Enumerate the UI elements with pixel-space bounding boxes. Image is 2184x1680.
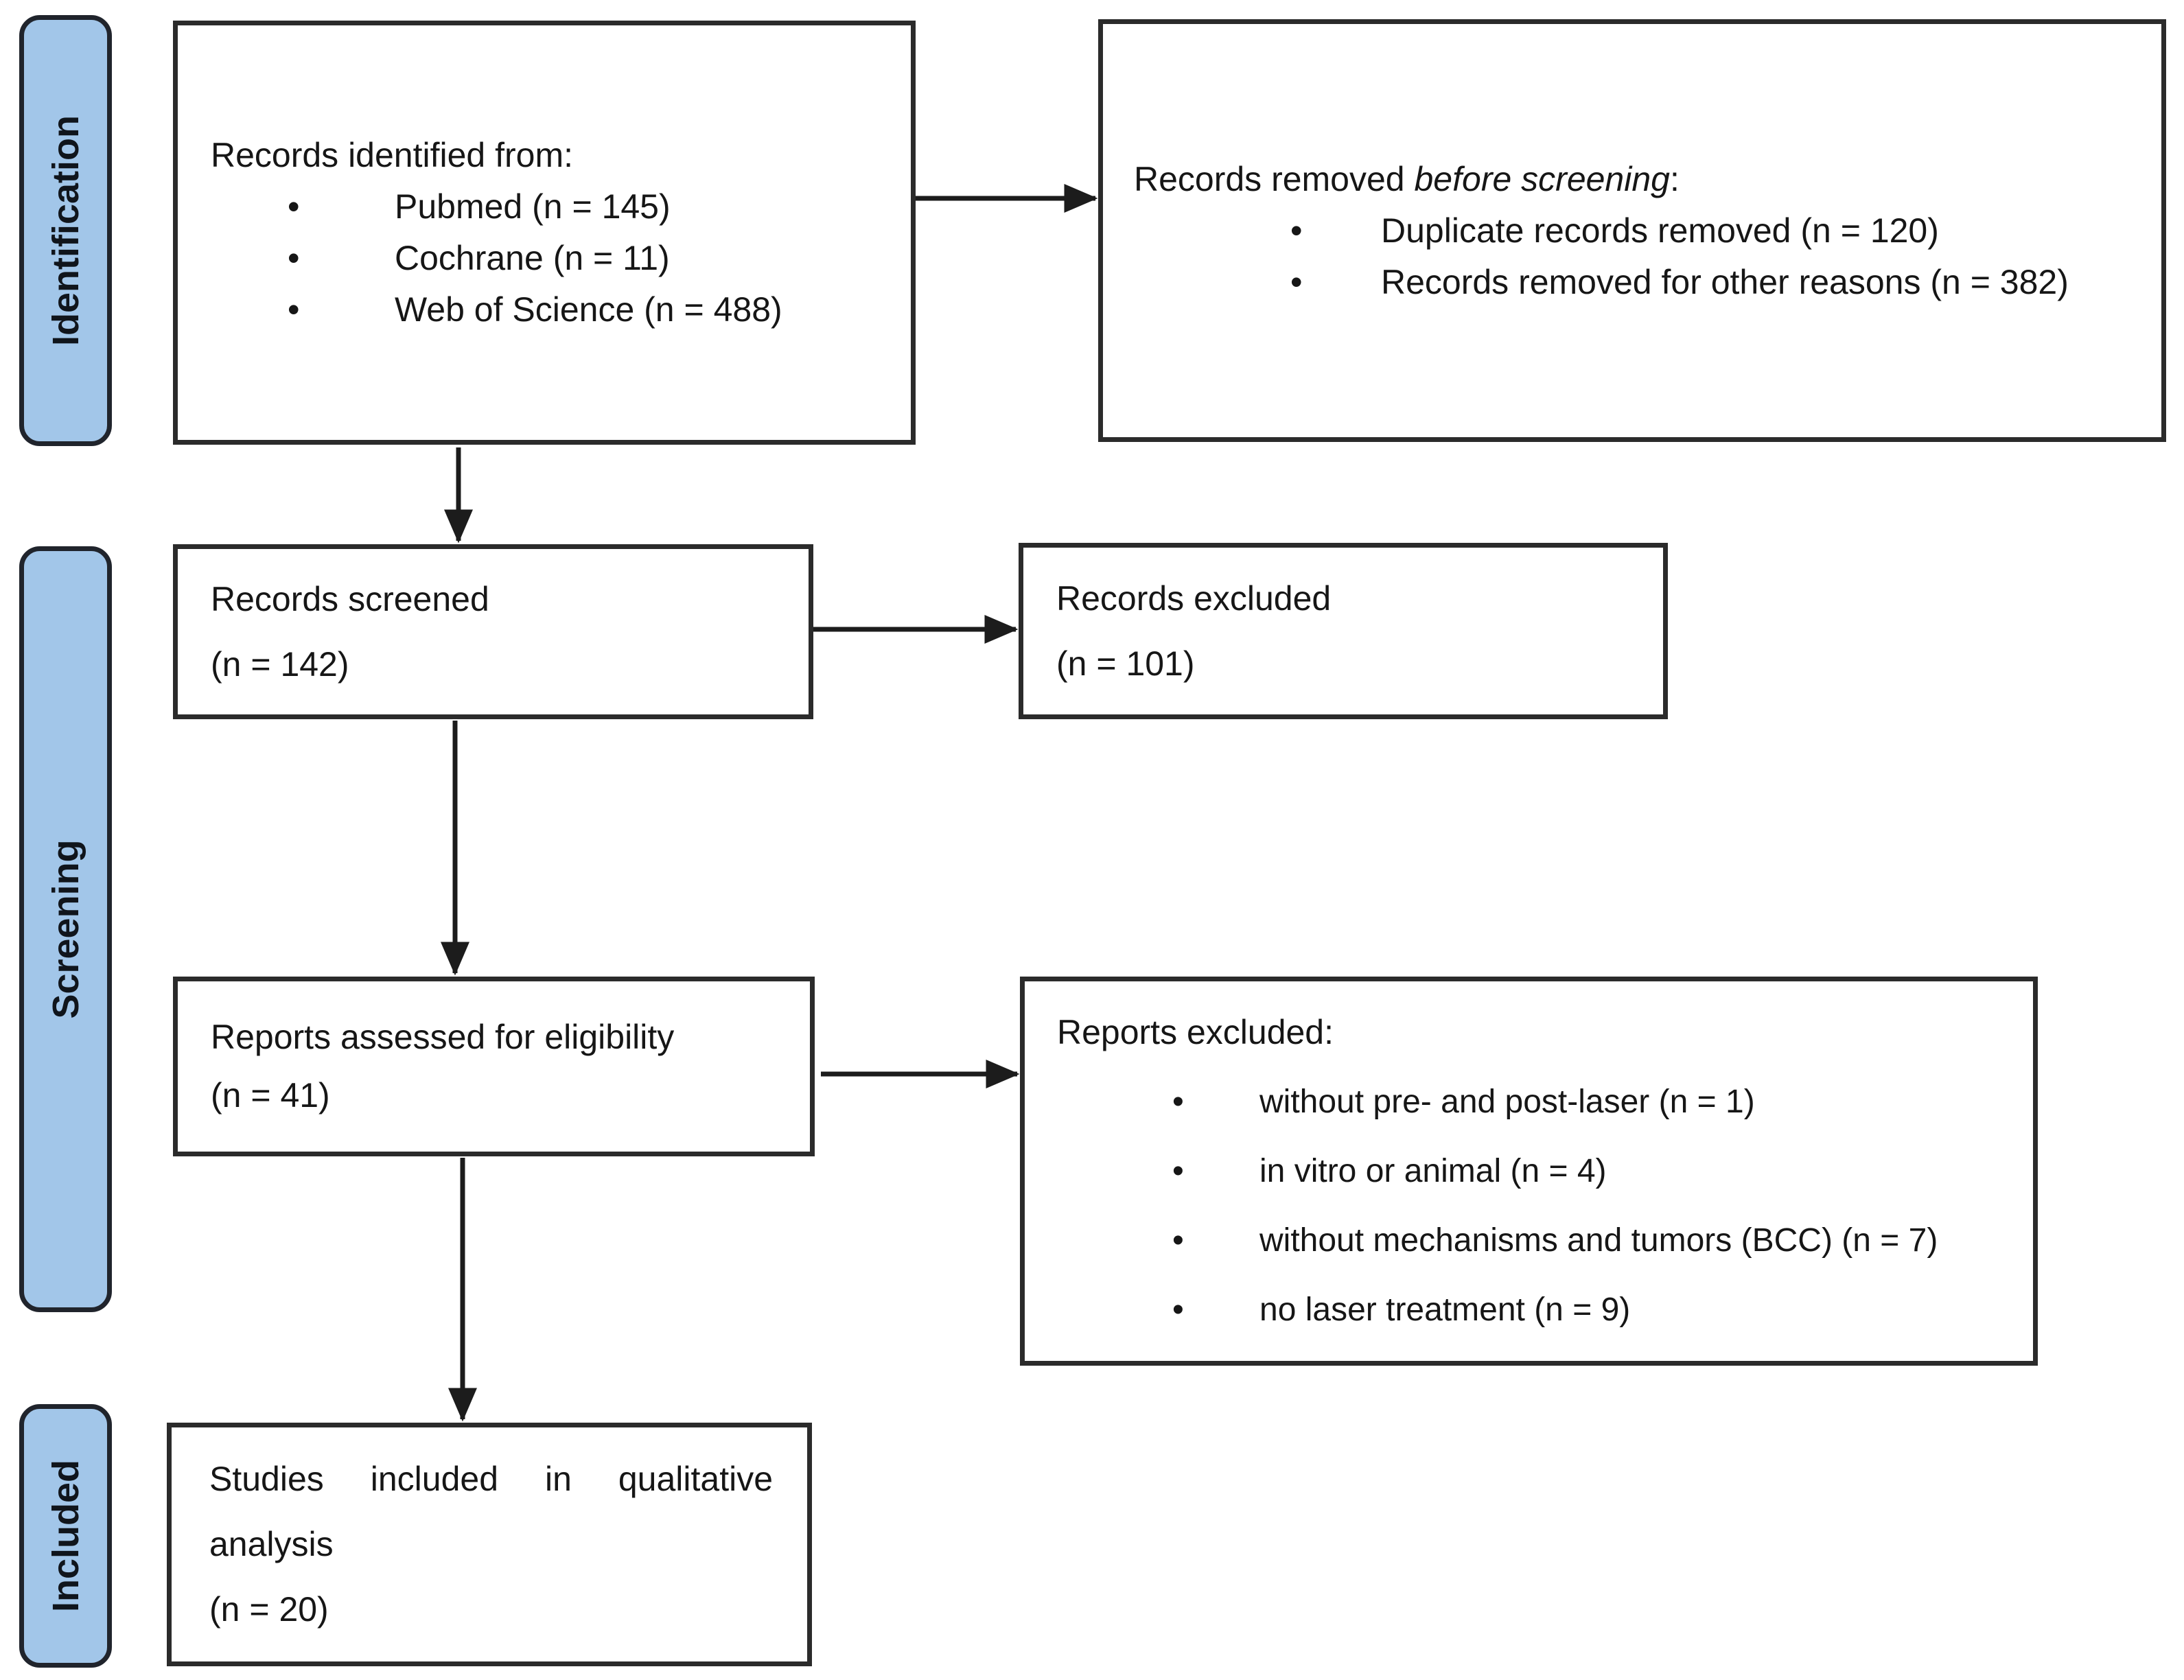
records-excluded-label: Records excluded <box>1056 579 1332 618</box>
excluded-reason-1: without pre- and post-laser (n = 1) <box>1259 1084 1755 1120</box>
list-item: • Cochrane (n = 11) <box>211 233 890 284</box>
studies-included-count: (n = 20) <box>209 1590 329 1629</box>
reports-assessed-count: (n = 41) <box>211 1076 330 1115</box>
stage-label-screening: Screening <box>45 839 86 1019</box>
bullet-icon: • <box>1172 1084 1184 1120</box>
box-reports-assessed: Reports assessed for eligibility (n = 41… <box>173 977 815 1156</box>
records-excluded-count: (n = 101) <box>1056 644 1195 683</box>
records-removed-list: • Duplicate records removed (n = 120) • … <box>1134 205 2141 308</box>
bullet-icon: • <box>288 187 300 226</box>
title-prefix: Records removed <box>1134 159 1415 198</box>
bullet-icon: • <box>288 290 300 329</box>
list-item: • Duplicate records removed (n = 120) <box>1134 205 2141 257</box>
studies-included-line1: Studies included in qualitative <box>209 1460 773 1498</box>
box-records-identified: Records identified from: • Pubmed (n = 1… <box>173 21 916 445</box>
records-removed-title: Records removed before screening: <box>1134 154 2141 205</box>
box-reports-excluded: Reports excluded: • without pre- and pos… <box>1020 977 2038 1366</box>
list-item: • Records removed for other reasons (n =… <box>1134 257 2141 308</box>
reports-assessed-label: Reports assessed for eligibility <box>211 1018 675 1056</box>
duplicates-removed: Duplicate records removed (n = 120) <box>1381 211 1939 250</box>
records-screened-label: Records screened <box>211 579 489 618</box>
list-item: • without mechanisms and tumors (BCC) (n… <box>1057 1206 2012 1275</box>
excluded-reason-4: no laser treatment (n = 9) <box>1259 1292 1631 1328</box>
list-item: • Pubmed (n = 145) <box>211 181 890 233</box>
box-records-removed: Records removed before screening: • Dupl… <box>1098 19 2166 442</box>
source-cochrane: Cochrane (n = 11) <box>395 239 670 277</box>
stage-label-included: Included <box>45 1459 86 1613</box>
other-reasons-removed: Records removed for other reasons (n = 3… <box>1381 262 2069 301</box>
studies-included-line2: analysis <box>209 1525 334 1563</box>
box-records-screened: Records screened (n = 142) <box>173 544 813 719</box>
reports-excluded-list: • without pre- and post-laser (n = 1) • … <box>1057 1067 2012 1344</box>
list-item: • in vitro or animal (n = 4) <box>1057 1136 2012 1206</box>
box-records-excluded: Records excluded (n = 101) <box>1019 543 1668 719</box>
records-screened-count: (n = 142) <box>211 644 349 684</box>
stage-tab-screening: Screening <box>19 546 112 1312</box>
bullet-icon: • <box>1172 1222 1184 1259</box>
stage-label-identification: Identification <box>45 115 86 346</box>
source-web-of-science: Web of Science (n = 488) <box>395 290 782 329</box>
bullet-icon: • <box>1290 262 1303 301</box>
title-suffix: : <box>1669 159 1680 198</box>
stage-tab-included: Included <box>19 1404 112 1668</box>
reports-excluded-title: Reports excluded: <box>1057 1013 1334 1051</box>
excluded-reason-2: in vitro or animal (n = 4) <box>1259 1153 1607 1189</box>
title-italic: before screening <box>1414 159 1670 198</box>
box-studies-included: Studies included in qualitative analysis… <box>167 1423 812 1666</box>
bullet-icon: • <box>1172 1153 1184 1189</box>
records-identified-title: Records identified from: <box>211 136 574 174</box>
source-pubmed: Pubmed (n = 145) <box>395 187 671 226</box>
list-item: • without pre- and post-laser (n = 1) <box>1057 1067 2012 1136</box>
excluded-reason-3: without mechanisms and tumors (BCC) (n =… <box>1259 1222 1938 1259</box>
stage-tab-identification: Identification <box>19 15 112 446</box>
bullet-icon: • <box>1290 211 1303 250</box>
list-item: • no laser treatment (n = 9) <box>1057 1275 2012 1344</box>
bullet-icon: • <box>288 239 300 277</box>
list-item: • Web of Science (n = 488) <box>211 284 890 336</box>
bullet-icon: • <box>1172 1292 1184 1328</box>
records-identified-list: • Pubmed (n = 145) • Cochrane (n = 11) •… <box>211 181 890 336</box>
